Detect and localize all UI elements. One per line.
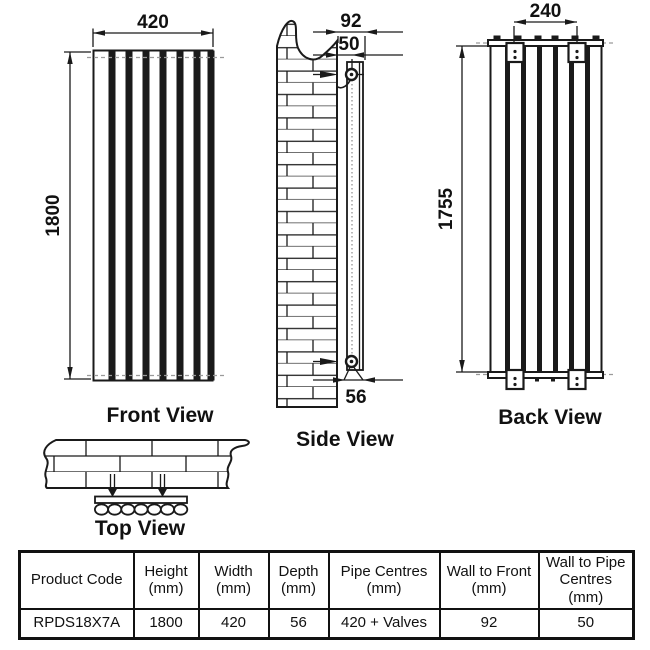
header-label: Depth [278,562,319,580]
bracket-arrow-left [107,487,118,497]
top-wall-brackets [107,474,168,497]
col-header-wall-to-front: Wall to Front(mm) [438,550,540,610]
side-view-title: Side View [296,428,394,451]
arrowhead-right [201,30,213,36]
back-top-header-bar [487,39,604,47]
bracket-arrow-right [157,487,168,497]
header-unit: (mm) [216,580,251,598]
wall-face-arrow [320,358,338,365]
side-wall-to-front-dimension: 92 [313,11,403,60]
col-header-pipe-centres: Pipe Centres(mm) [327,550,441,610]
front-height-dimension: 1800 [43,51,91,380]
arrowhead-left [514,19,526,25]
arrowhead-left [365,29,377,35]
side-view: 92 50 56 Side View [276,11,403,451]
back-radiator-tubes [505,46,590,372]
back-view: 240 1755 Back View [436,1,616,429]
front-width-dimension: 420 [92,12,214,47]
side-top-bracket [313,67,364,89]
header-label: Width [214,562,253,580]
cell-wall-to-pipe-centres: 50 [537,607,635,640]
back-view-title: Back View [498,406,602,429]
arrowhead-right [565,19,577,25]
cell-wall-to-front: 92 [438,607,540,640]
arrowhead-left [352,52,364,58]
header-unit: (mm) [281,580,316,598]
arrowhead-up [67,52,73,64]
arrowhead-left [93,30,105,36]
arrowhead-right [326,52,338,58]
header-unit: (mm) [366,580,402,598]
cell-depth: 56 [267,607,330,640]
cell-product-code: RPDS18X7A [18,607,135,640]
header-unit: (mm) [568,589,604,607]
arrowhead-left [363,377,375,383]
header-label: Wall to Pipe Centres [546,553,626,589]
cell-height: 1800 [132,607,200,640]
front-view-title: Front View [107,404,215,427]
header-label: Pipe Centres [340,562,428,580]
wall-to-front-dim-label: 92 [340,11,361,32]
col-header-width: Width(mm) [197,550,270,610]
depth-dim-label: 56 [345,387,366,408]
top-brick-wall [43,439,250,489]
header-label: Height [144,562,188,580]
header-unit: (mm) [471,580,507,598]
side-radiator-profile [346,61,364,371]
top-view: Top View [43,439,250,540]
cell-width: 420 [197,607,270,640]
col-header-depth: Depth(mm) [267,550,330,610]
spec-table-header-row: Product Code Height(mm) Width(mm) Depth(… [18,550,635,610]
front-radiator-tubes [108,50,215,381]
back-bracket-centres-dimension: 240 [513,1,578,42]
front-height-dim-label: 1800 [43,194,64,236]
top-radiator-rail [94,495,188,504]
spec-table-data-row: RPDS18X7A 1800 420 56 420 + Valves 92 50 [18,607,635,640]
header-label: Wall to Front [446,562,532,580]
header-label: Product Code [30,571,123,589]
arrowhead-right [333,377,345,383]
side-brick-wall [276,19,338,408]
col-header-wall-to-pipe-centres: Wall to Pipe Centres(mm) [537,550,635,610]
wall-face-arrow [320,71,338,78]
wall-to-pipe-dim-label: 50 [338,34,359,55]
front-width-dim-label: 420 [137,12,169,33]
arrowhead-down [67,367,73,379]
side-wall-to-pipe-dimension: 50 [313,34,403,68]
back-header-tabs [493,35,600,41]
side-depth-dimension: 56 [313,377,403,408]
back-wall-brackets [505,41,587,391]
back-bracket-height-dimension: 1755 [436,45,489,373]
front-view: 420 1800 Front View [43,12,224,427]
arrowhead-down [459,360,465,372]
spec-table: Product Code Height(mm) Width(mm) Depth(… [18,550,635,640]
top-radiator-tubes [94,503,189,516]
back-bottom-header-bar [487,371,604,379]
arrowhead-right [326,29,338,35]
arrowhead-up [459,46,465,58]
col-header-height: Height(mm) [132,550,200,610]
bracket-height-dim-label: 1755 [436,187,457,230]
header-unit: (mm) [148,580,184,598]
technical-drawing: 420 1800 Front View [43,1,616,540]
cell-pipe-centres: 420 + Valves [327,607,441,640]
bracket-centres-dim-label: 240 [530,1,562,22]
side-bottom-bracket [313,354,364,381]
top-view-title: Top View [95,517,186,540]
col-header-product-code: Product Code [18,550,135,610]
